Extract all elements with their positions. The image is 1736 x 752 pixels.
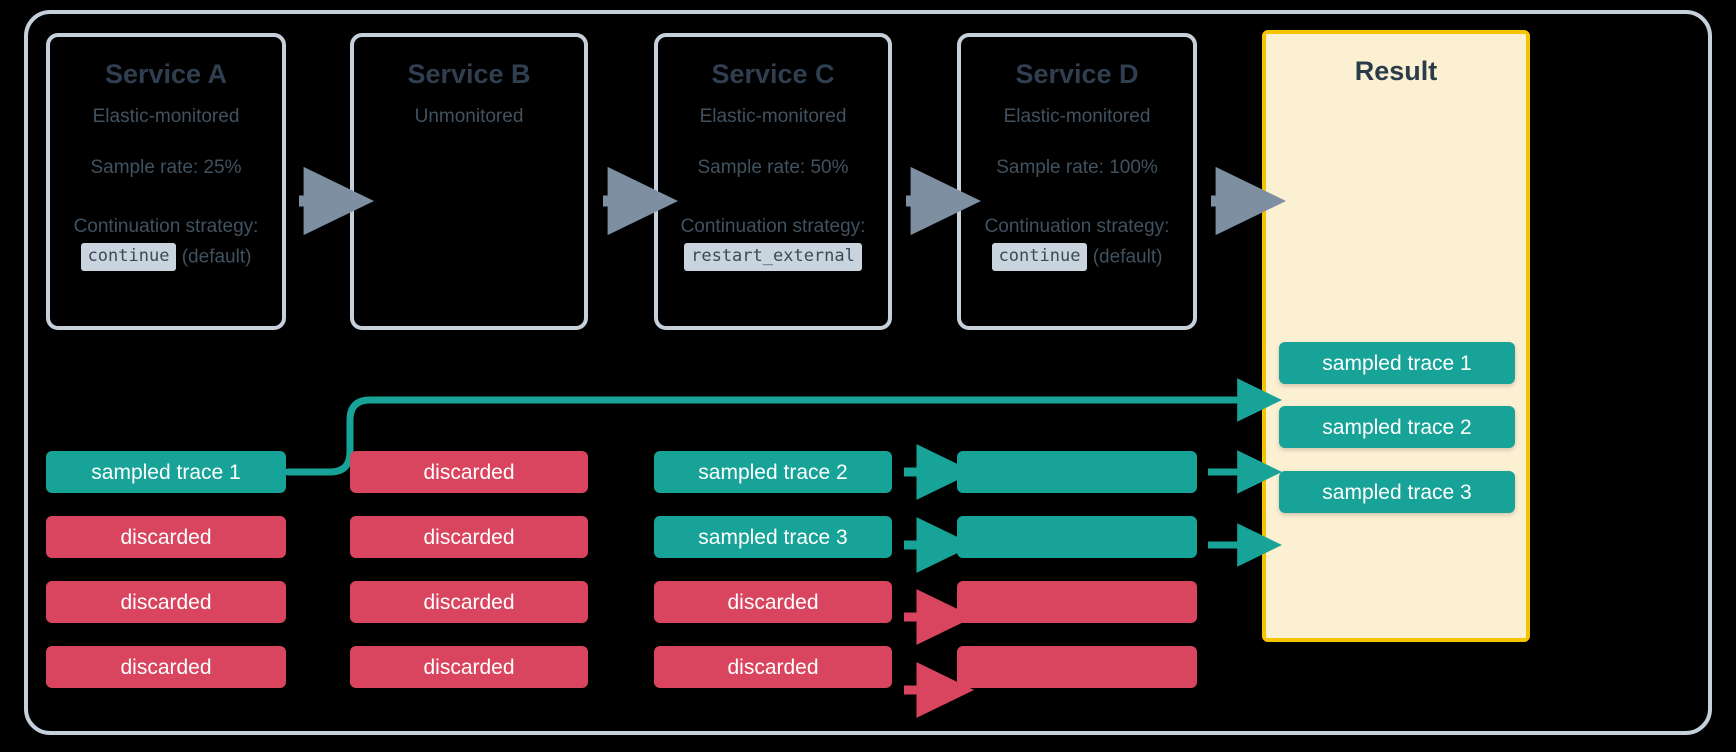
service-card-b: Service B Unmonitored: [350, 33, 588, 330]
service-d-strategy-label: Continuation strategy:: [984, 215, 1170, 237]
service-a-sample-rate: Sample rate: 25%: [90, 156, 242, 178]
result-trace-bar: sampled trace 3: [1279, 471, 1515, 513]
service-d-strategy-note: (default): [1092, 245, 1163, 267]
service-card-c: Service C Elastic-monitored Sample rate:…: [654, 33, 892, 330]
trace-bar: discarded: [350, 581, 588, 623]
trace-bar: [957, 646, 1197, 688]
trace-bar: discarded: [350, 516, 588, 558]
trace-bar: discarded: [350, 646, 588, 688]
result-trace-bar: sampled trace 2: [1279, 406, 1515, 448]
service-a-strategy-code: continue: [80, 242, 177, 271]
service-d-monitoring: Elastic-monitored: [1003, 106, 1151, 128]
service-d-sample-rate: Sample rate: 100%: [996, 156, 1158, 178]
trace-bar: discarded: [46, 646, 286, 688]
trace-bar: sampled trace 2: [654, 451, 892, 493]
service-c-strategy-code: restart_external: [684, 242, 862, 271]
arrows-c-to-d: [904, 444, 974, 718]
service-card-a: Service A Elastic-monitored Sample rate:…: [46, 33, 286, 330]
service-d-strategy-value-row: continue (default): [991, 242, 1163, 271]
trace-bar: sampled trace 3: [654, 516, 892, 558]
service-a-strategy-value-row: continue (default): [80, 242, 252, 271]
trace-bar: [957, 516, 1197, 558]
result-trace-bar: sampled trace 1: [1279, 342, 1515, 384]
service-card-d: Service D Elastic-monitored Sample rate:…: [957, 33, 1197, 330]
service-d-title: Service D: [1015, 59, 1139, 89]
service-c-strategy-value-row: restart_external: [684, 242, 862, 271]
service-a-monitoring: Elastic-monitored: [92, 106, 240, 128]
trace-bar: [957, 451, 1197, 493]
trace-bar: sampled trace 1: [46, 451, 286, 493]
arrows-d-to-result: [1208, 450, 1282, 567]
result-card: Result: [1262, 30, 1530, 642]
trace-bar: [957, 581, 1197, 623]
service-b-title: Service B: [407, 59, 531, 89]
trace-bar: discarded: [46, 581, 286, 623]
trace-bar: discarded: [654, 646, 892, 688]
service-c-title: Service C: [711, 59, 835, 89]
result-title: Result: [1354, 56, 1438, 86]
trace-bar: discarded: [350, 451, 588, 493]
service-b-monitoring: Unmonitored: [414, 106, 524, 128]
service-a-strategy-label: Continuation strategy:: [73, 215, 259, 237]
service-c-monitoring: Elastic-monitored: [699, 106, 847, 128]
service-c-sample-rate: Sample rate: 50%: [697, 156, 849, 178]
service-d-strategy-code: continue: [991, 242, 1088, 271]
service-c-strategy-label: Continuation strategy:: [680, 215, 866, 237]
service-a-title: Service A: [104, 59, 228, 89]
trace-bar: discarded: [654, 581, 892, 623]
trace-bar: discarded: [46, 516, 286, 558]
service-a-strategy-note: (default): [181, 245, 252, 267]
